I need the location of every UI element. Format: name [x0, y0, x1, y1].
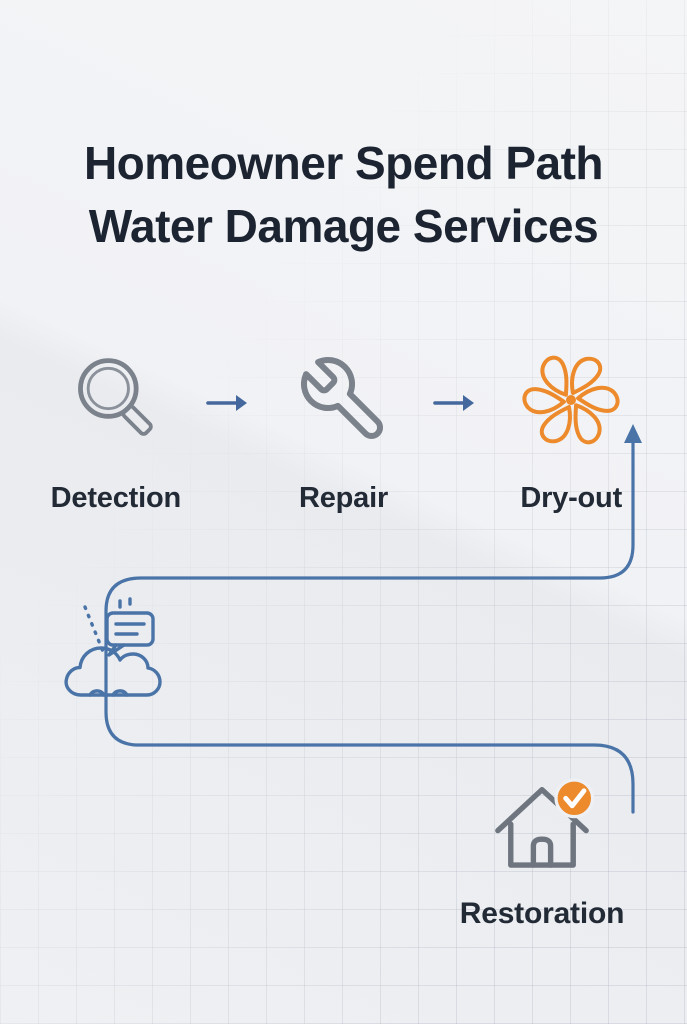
speech-bubble-tail — [107, 643, 126, 657]
step-restoration: Restoration — [452, 766, 632, 931]
page-title-line1: Homeowner Spend Path — [83, 137, 604, 189]
page-title: Homeowner Spend Path Water Damage Servic… — [20, 132, 667, 259]
magnifier-icon — [68, 350, 164, 450]
step-label-detection: Detection — [50, 482, 182, 514]
flow-arrow-2 — [431, 390, 483, 421]
check-circle — [554, 778, 595, 819]
page-title-line2: Water Damage Services — [88, 200, 599, 253]
speech-bubble — [105, 611, 155, 647]
step-detection: Detection — [28, 350, 204, 515]
check-mark-icon — [563, 788, 587, 809]
cloud-outline — [64, 646, 162, 697]
step-repair: Repair — [256, 350, 432, 515]
step-label-dry-out: Dry-out — [520, 482, 623, 514]
cloud-bump — [88, 689, 106, 697]
flow-arrow-1 — [204, 390, 256, 421]
cloud-bump — [111, 689, 129, 697]
step-dry-out: Dry-out — [483, 350, 659, 515]
dashed-line — [83, 605, 106, 656]
step-label-repair: Repair — [298, 482, 389, 514]
house-body — [508, 821, 576, 868]
wrench-icon — [296, 350, 392, 450]
house-door — [530, 836, 554, 868]
house-check-icon — [482, 766, 602, 883]
step-label-restoration: Restoration — [459, 897, 625, 930]
fan-icon — [521, 350, 622, 450]
flow-row: Detection Repair — [28, 350, 659, 515]
storm-report-icon — [58, 596, 180, 715]
